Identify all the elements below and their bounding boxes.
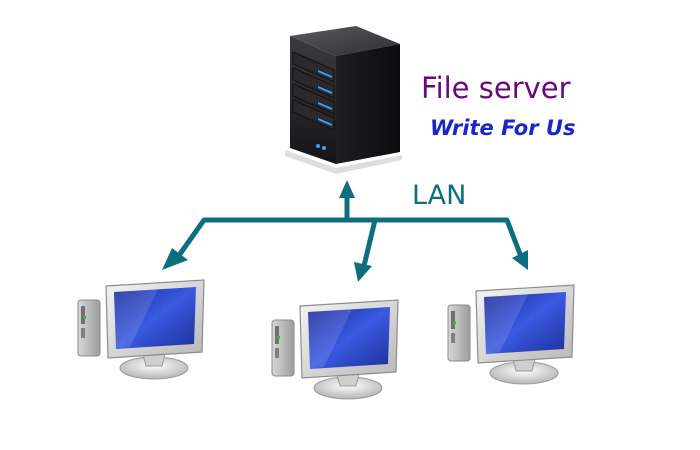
- write-for-us-link[interactable]: Write For Us: [430, 116, 576, 140]
- desktop-computer-icon: [447, 284, 575, 385]
- arrow-down-left-icon: [162, 248, 188, 270]
- desktop-computer-icon: [77, 279, 205, 380]
- file-server-icon: [285, 26, 402, 174]
- lan-label: LAN: [412, 180, 467, 211]
- arrow-down-icon: [354, 262, 372, 282]
- arrow-down-right-icon: [512, 250, 528, 270]
- desktop-computer-icon: [271, 299, 399, 400]
- lan-arrowheads: [162, 180, 528, 282]
- arrow-up-icon: [339, 180, 355, 198]
- server-label: File server: [421, 71, 571, 105]
- lan-connection: [177, 193, 523, 269]
